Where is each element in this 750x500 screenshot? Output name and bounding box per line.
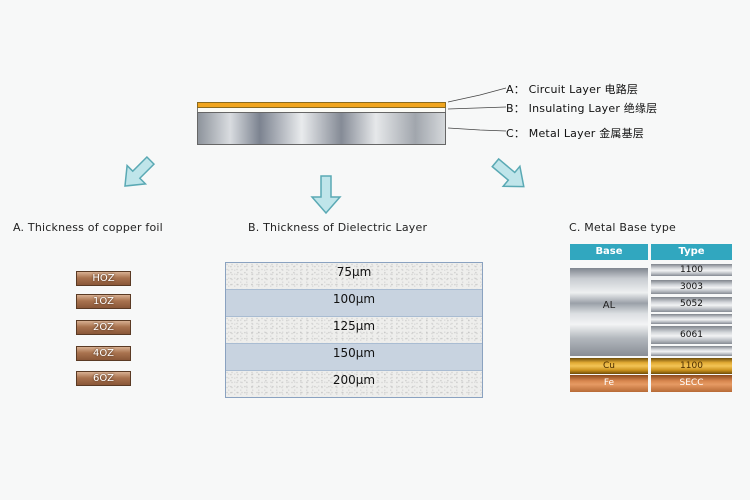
copper-foil-item: 4OZ — [76, 346, 131, 361]
dielectric-row: 125μm — [226, 317, 482, 344]
type-header: Type — [651, 244, 732, 260]
metal-layer-bar — [197, 112, 446, 145]
cu-base-cell: Cu — [570, 358, 648, 374]
cu-type-cell: 1100 — [651, 358, 732, 374]
al-base-cell: AL — [570, 268, 648, 356]
al-label: AL — [602, 300, 616, 311]
arrow-down-left-icon — [112, 155, 162, 193]
arrow-down-icon — [310, 175, 342, 215]
copper-foil-item: 2OZ — [76, 320, 131, 335]
metal-base-title: C. Metal Base type — [569, 221, 676, 234]
legend-insulating-layer: B： Insulating Layer 绝缘层 — [506, 102, 658, 115]
circuit-layer-bar — [197, 102, 446, 108]
al-type-cell: 6061 — [651, 326, 732, 344]
dielectric-row: 75μm — [226, 263, 482, 290]
copper-foil-item: 1OZ — [76, 294, 131, 309]
al-type-cell: 3003 — [651, 280, 732, 294]
al-type-cell — [651, 314, 732, 324]
copper-foil-item: HOZ — [76, 271, 131, 286]
dielectric-row: 200μm — [226, 371, 482, 397]
base-header: Base — [570, 244, 648, 260]
copper-foil-item: 6OZ — [76, 371, 131, 386]
dielectric-row: 100μm — [226, 290, 482, 317]
legend-circuit-layer: A： Circuit Layer 电路层 — [506, 83, 639, 96]
fe-base-cell: Fe — [570, 375, 648, 392]
leader-line-c — [447, 127, 507, 132]
legend-metal-layer: C： Metal Layer 金属基层 — [506, 127, 645, 140]
fe-type-cell: SECC — [651, 375, 732, 392]
copper-foil-title: A. Thickness of copper foil — [13, 221, 163, 234]
al-type-cell — [651, 346, 732, 356]
legend-leader-lines — [447, 87, 507, 132]
al-type-cell: 1100 — [651, 264, 732, 276]
dielectric-table: 75μm 100μm 125μm 150μm 200μm — [225, 262, 483, 398]
arrow-down-right-icon — [483, 155, 537, 195]
insulating-layer-bar — [197, 108, 446, 112]
leader-line-a — [447, 87, 507, 103]
al-type-cell: 5052 — [651, 297, 732, 312]
dielectric-row: 150μm — [226, 344, 482, 371]
dielectric-title: B. Thickness of Dielectric Layer — [248, 221, 428, 234]
leader-line-b — [447, 106, 507, 110]
